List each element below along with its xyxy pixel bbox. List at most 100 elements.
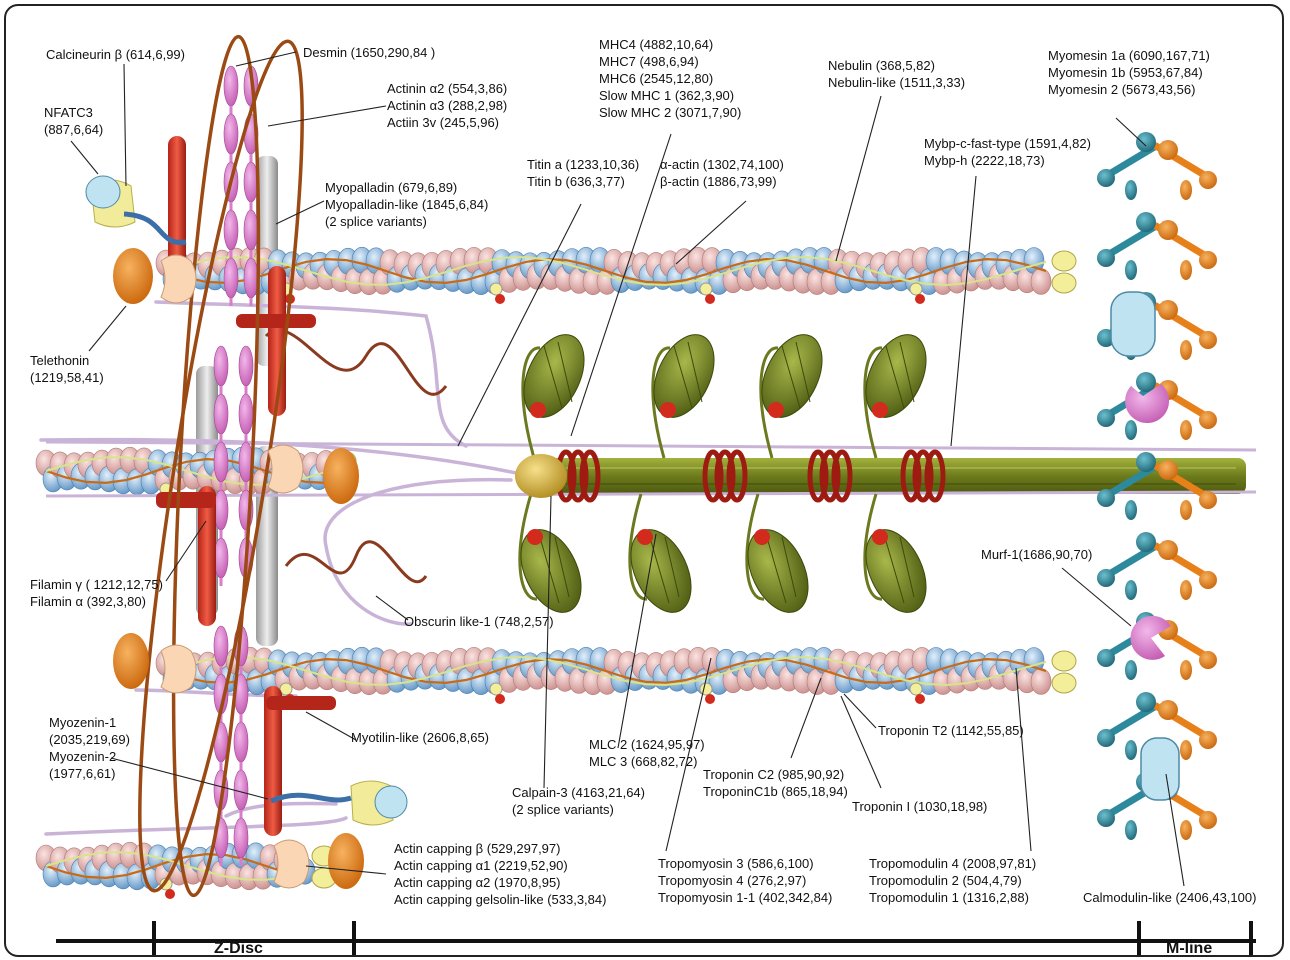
label-line: TroponinC1b (865,18,94) — [703, 783, 848, 800]
label-line: Telethonin — [30, 352, 104, 369]
myomesin-dimer — [1097, 212, 1217, 280]
label-line: Tropomyosin 1-1 (402,342,84) — [658, 889, 832, 906]
label-line: MLC 3 (668,82,72) — [589, 753, 705, 770]
label-line: Obscurin like-1 (748,2,57) — [404, 613, 554, 630]
label-line: α-actin (1302,74,100) — [660, 156, 784, 173]
nebulin-label: Nebulin (368,5,82)Nebulin-like (1511,3,3… — [828, 57, 965, 91]
label-line: Desmin (1650,290,84 ) — [303, 44, 435, 61]
label-line: Myomesin 2 (5673,43,56) — [1048, 81, 1210, 98]
myosin-head — [619, 494, 703, 622]
troponin-c-label: Troponin C2 (985,90,92)TroponinC1b (865,… — [703, 766, 848, 800]
actinin-label: Actinin α2 (554,3,86)Actinin α3 (288,2,9… — [387, 80, 507, 131]
label-line: Slow MHC 1 (362,3,90) — [599, 87, 741, 104]
calpain-bead — [515, 454, 567, 498]
label-line: Actin capping α2 (1970,8,95) — [394, 874, 606, 891]
label-line: Tropomodulin 4 (2008,97,81) — [869, 855, 1036, 872]
label-line: (1977,6,61) — [49, 765, 130, 782]
tropomyosin-label: Tropomyosin 3 (586,6,100)Tropomyosin 4 (… — [658, 855, 832, 906]
m-line-label: M-line — [1166, 940, 1212, 957]
filamin-label: Filamin γ ( 1212,12,75)Filamin α (392,3,… — [30, 576, 163, 610]
label-line: Myozenin-2 — [49, 748, 130, 765]
label-line: Slow MHC 2 (3071,7,90) — [599, 104, 741, 121]
myopalladin-label: Myopalladin (679,6,89)Myopalladin-like (… — [325, 179, 488, 230]
label-line: Calmodulin-like (2406,43,100) — [1083, 889, 1256, 906]
label-line: MHC4 (4882,10,64) — [599, 36, 741, 53]
label-line: Tropomyosin 3 (586,6,100) — [658, 855, 832, 872]
label-line: Nebulin-like (1511,3,33) — [828, 74, 965, 91]
myotilin-label: Myotilin-like (2606,8,65) — [351, 729, 489, 746]
label-line: Mybp-c-fast-type (1591,4,82) — [924, 135, 1091, 152]
label-line: Myotilin-like (2606,8,65) — [351, 729, 489, 746]
desmin-label: Desmin (1650,290,84 ) — [303, 44, 435, 61]
label-line: Actiin 3v (245,5,96) — [387, 114, 507, 131]
calmodulin-like-capsule — [1141, 738, 1179, 800]
z-disc-label: Z-Disc — [214, 940, 263, 957]
label-line: Myopalladin (679,6,89) — [325, 179, 488, 196]
myomesin-dimer — [1097, 532, 1217, 600]
actin-capping-label: Actin capping β (529,297,97)Actin cappin… — [394, 840, 606, 908]
calmodulin-label: Calmodulin-like (2406,43,100) — [1083, 889, 1256, 906]
myomesin-label: Myomesin 1a (6090,167,71)Myomesin 1b (59… — [1048, 47, 1210, 98]
label-line: Titin b (636,3,77) — [527, 173, 639, 190]
obscurin-wave — [266, 330, 446, 394]
troponin-t-label: Troponin T2 (1142,55,85) — [878, 722, 1024, 739]
label-line: MHC6 (2545,12,80) — [599, 70, 741, 87]
label-line: Nebulin (368,5,82) — [828, 57, 965, 74]
label-line: Actin capping β (529,297,97) — [394, 840, 606, 857]
label-line: Troponin I (1030,18,98) — [852, 798, 987, 815]
diagram-frame: Calcineurin β (614,6,99) Desmin (1650,29… — [4, 4, 1284, 957]
label-line: (2 splice variants) — [512, 801, 645, 818]
label-line: Tropomodulin 1 (1316,2,88) — [869, 889, 1036, 906]
label-line: Myomesin 1a (6090,167,71) — [1048, 47, 1210, 64]
actin-label: α-actin (1302,74,100)β-actin (1886,73,99… — [660, 156, 784, 190]
tropomodulin-label: Tropomodulin 4 (2008,97,81)Tropomodulin … — [869, 855, 1036, 906]
label-line: Actinin α3 (288,2,98) — [387, 97, 507, 114]
nfatc3-label: NFATC3(887,6,64) — [44, 104, 103, 138]
label-line: Murf-1(1686,90,70) — [981, 546, 1092, 563]
sarcomere-diagram — [6, 6, 1284, 957]
calpain-label: Calpain-3 (4163,21,64)(2 splice variants… — [512, 784, 645, 818]
myomesin-dimer — [1097, 132, 1217, 200]
label-line: Myomesin 1b (5953,67,84) — [1048, 64, 1210, 81]
mhc-label: MHC4 (4882,10,64)MHC7 (498,6,94)MHC6 (25… — [599, 36, 741, 121]
label-line: Tropomyosin 4 (276,2,97) — [658, 872, 832, 889]
label-line: (2 splice variants) — [325, 213, 488, 230]
label-line: Filamin γ ( 1212,12,75) — [30, 576, 163, 593]
label-line: Actinin α2 (554,3,86) — [387, 80, 507, 97]
calcineurin-label: Calcineurin β (614,6,99) — [46, 46, 185, 63]
obscurin-label: Obscurin like-1 (748,2,57) — [404, 613, 554, 630]
label-line: Troponin T2 (1142,55,85) — [878, 722, 1024, 739]
myosin-head — [854, 494, 938, 622]
label-line: Actin capping gelsolin-like (533,3,84) — [394, 891, 606, 908]
label-line: Myozenin-1 — [49, 714, 130, 731]
label-line: Myopalladin-like (1845,6,84) — [325, 196, 488, 213]
myosin-head — [512, 325, 596, 458]
label-line: (887,6,64) — [44, 121, 103, 138]
label-line: Troponin C2 (985,90,92) — [703, 766, 848, 783]
telethonin-label: Telethonin(1219,58,41) — [30, 352, 104, 386]
label-line: Filamin α (392,3,80) — [30, 593, 163, 610]
label-line: β-actin (1886,73,99) — [660, 173, 784, 190]
calmodulin-like-capsule — [1111, 292, 1155, 356]
mlc-label: MLC 2 (1624,95,97)MLC 3 (668,82,72) — [589, 736, 705, 770]
troponin-i-label: Troponin I (1030,18,98) — [852, 798, 987, 815]
label-line: Calcineurin β (614,6,99) — [46, 46, 185, 63]
myosin-head — [750, 325, 834, 458]
myosin-head — [854, 325, 938, 458]
label-line: Actin capping α1 (2219,52,90) — [394, 857, 606, 874]
murf-label: Murf-1(1686,90,70) — [981, 546, 1092, 563]
label-line: Mybp-h (2222,18,73) — [924, 152, 1091, 169]
mybp-label: Mybp-c-fast-type (1591,4,82)Mybp-h (2222… — [924, 135, 1091, 169]
label-line: Titin a (1233,10,36) — [527, 156, 639, 173]
label-line: NFATC3 — [44, 104, 103, 121]
obscurin-wave — [286, 542, 426, 582]
myosin-head — [736, 494, 820, 622]
label-line: MLC 2 (1624,95,97) — [589, 736, 705, 753]
myosin-head — [642, 325, 726, 458]
titin-label: Titin a (1233,10,36)Titin b (636,3,77) — [527, 156, 639, 190]
label-line: (2035,219,69) — [49, 731, 130, 748]
myozenin-label: Myozenin-1(2035,219,69)Myozenin-2(1977,6… — [49, 714, 130, 782]
label-line: Tropomodulin 2 (504,4,79) — [869, 872, 1036, 889]
label-line: MHC7 (498,6,94) — [599, 53, 741, 70]
label-line: Calpain-3 (4163,21,64) — [512, 784, 645, 801]
